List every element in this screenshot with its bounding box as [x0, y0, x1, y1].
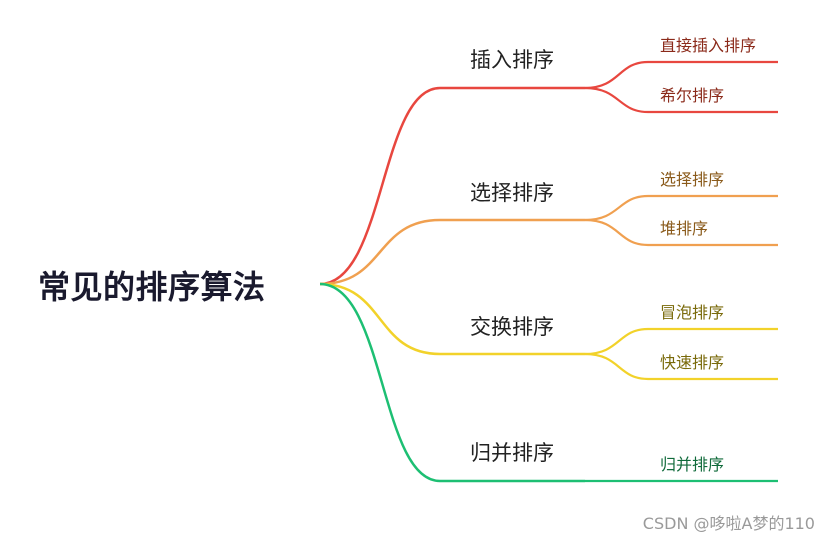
- connector-root-to-selection-sort: [319, 218, 441, 286]
- watermark-text: CSDN @哆啦A梦的110: [642, 514, 815, 533]
- leaf-connector-quick-sort: [584, 352, 778, 381]
- branch-insertion-sort[interactable]: 插入排序: [470, 48, 554, 72]
- connector-root-to-merge-sort: [319, 282, 441, 483]
- leaf-connector-selection-sort: [584, 194, 778, 222]
- leaf-shell-sort[interactable]: 希尔排序: [660, 86, 725, 105]
- branch-selection-sort[interactable]: 选择排序: [470, 181, 554, 205]
- connector-root-to-exchange-sort: [319, 282, 441, 356]
- leaf-heap-sort[interactable]: 堆排序: [660, 219, 709, 238]
- leaf-bubble-sort[interactable]: 冒泡排序: [660, 303, 725, 322]
- leaf-merge-sort[interactable]: 归并排序: [660, 455, 725, 474]
- leaf-quick-sort[interactable]: 快速排序: [660, 353, 725, 372]
- branch-exchange-sort[interactable]: 交换排序: [470, 315, 554, 339]
- leaf-direct-insertion-sort[interactable]: 直接插入排序: [660, 36, 757, 55]
- connector-root-to-insertion-sort: [319, 86, 441, 286]
- leaf-connector-direct-insertion-sort: [584, 60, 778, 90]
- leaf-connector-heap-sort: [584, 218, 778, 247]
- leaf-selection-sort[interactable]: 选择排序: [660, 170, 725, 189]
- root-node-label[interactable]: 常见的排序算法: [38, 268, 266, 306]
- leaf-connector-shell-sort: [584, 86, 778, 114]
- branch-merge-sort[interactable]: 归并排序: [470, 441, 554, 465]
- leaf-connector-bubble-sort: [584, 327, 778, 356]
